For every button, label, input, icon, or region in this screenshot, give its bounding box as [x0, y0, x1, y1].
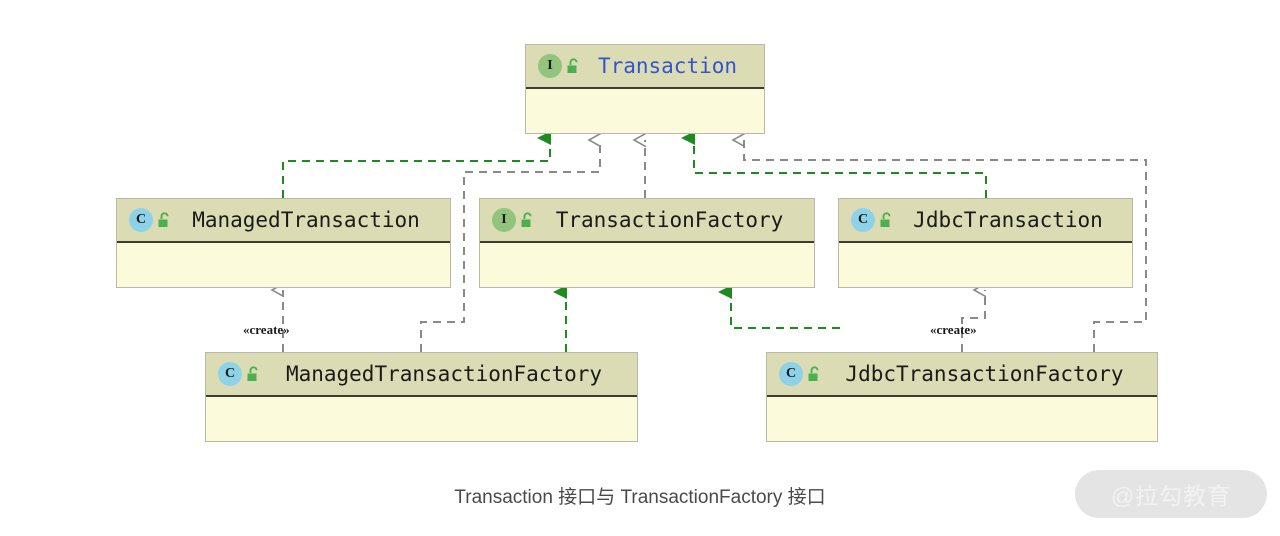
uml-edge-jdbc-transaction-implements-transaction: [681, 131, 987, 198]
unlocked-padlock-icon: [807, 365, 822, 383]
unlocked-padlock-icon: [520, 211, 535, 229]
unlocked-padlock-icon: [157, 211, 172, 229]
uml-node-header: I TransactionFactory: [480, 199, 814, 243]
class-badge-icon: C: [129, 208, 153, 232]
unlocked-padlock-icon: [879, 211, 894, 229]
class-badge-icon: C: [851, 208, 875, 232]
uml-node-header: C JdbcTransactionFactory: [767, 353, 1157, 397]
uml-node-jdbc-transaction-factory[interactable]: C JdbcTransactionFactory: [766, 352, 1158, 442]
figure-caption: Transaction 接口与 TransactionFactory 接口: [454, 487, 826, 508]
uml-node-managed-transaction-factory[interactable]: C ManagedTransactionFactory: [205, 352, 638, 442]
uml-node-title: TransactionFactory: [555, 208, 784, 232]
uml-node-header: I Transaction: [526, 45, 764, 89]
uml-node-attributes-compartment: [839, 243, 1132, 287]
interface-badge-icon: I: [538, 54, 562, 78]
uml-edge-jdbc-transaction-factory-creates-jdbc-transaction: [961, 282, 987, 352]
uml-node-title: JdbcTransactionFactory: [845, 362, 1124, 386]
uml-node-attributes-compartment: [767, 397, 1157, 441]
uml-node-title: ManagedTransactionFactory: [285, 362, 603, 386]
watermark: @拉勾教育: [1075, 470, 1267, 518]
edge-label-create-right: «create»: [930, 322, 977, 337]
uml-node-managed-transaction[interactable]: C ManagedTransaction: [116, 198, 451, 288]
unlocked-padlock-icon: [246, 365, 261, 383]
uml-node-transaction[interactable]: I Transaction: [525, 44, 765, 134]
class-badge-icon: C: [218, 362, 242, 386]
uml-node-attributes-compartment: [480, 243, 814, 287]
uml-node-attributes-compartment: [117, 243, 450, 287]
interface-badge-icon: I: [492, 208, 516, 232]
uml-node-title: JdbcTransaction: [913, 208, 1103, 232]
class-badge-icon: C: [779, 362, 803, 386]
uml-node-header: C ManagedTransactionFactory: [206, 353, 637, 397]
uml-edge-jdbc-transaction-factory-implements-transaction-factory: [718, 285, 840, 329]
edge-label-create-left: «create»: [243, 322, 290, 337]
uml-node-header: C ManagedTransaction: [117, 199, 450, 243]
uml-edge-managed-transaction-implements-transaction: [282, 131, 551, 198]
uml-node-title: ManagedTransaction: [192, 208, 420, 232]
uml-node-jdbc-transaction[interactable]: C JdbcTransaction: [838, 198, 1133, 288]
uml-node-transaction-factory[interactable]: I TransactionFactory: [479, 198, 815, 288]
unlocked-padlock-icon: [566, 57, 581, 75]
uml-node-attributes-compartment: [206, 397, 637, 441]
uml-node-header: C JdbcTransaction: [839, 199, 1132, 243]
uml-node-attributes-compartment: [526, 89, 764, 133]
uml-node-title: Transaction: [597, 54, 738, 78]
